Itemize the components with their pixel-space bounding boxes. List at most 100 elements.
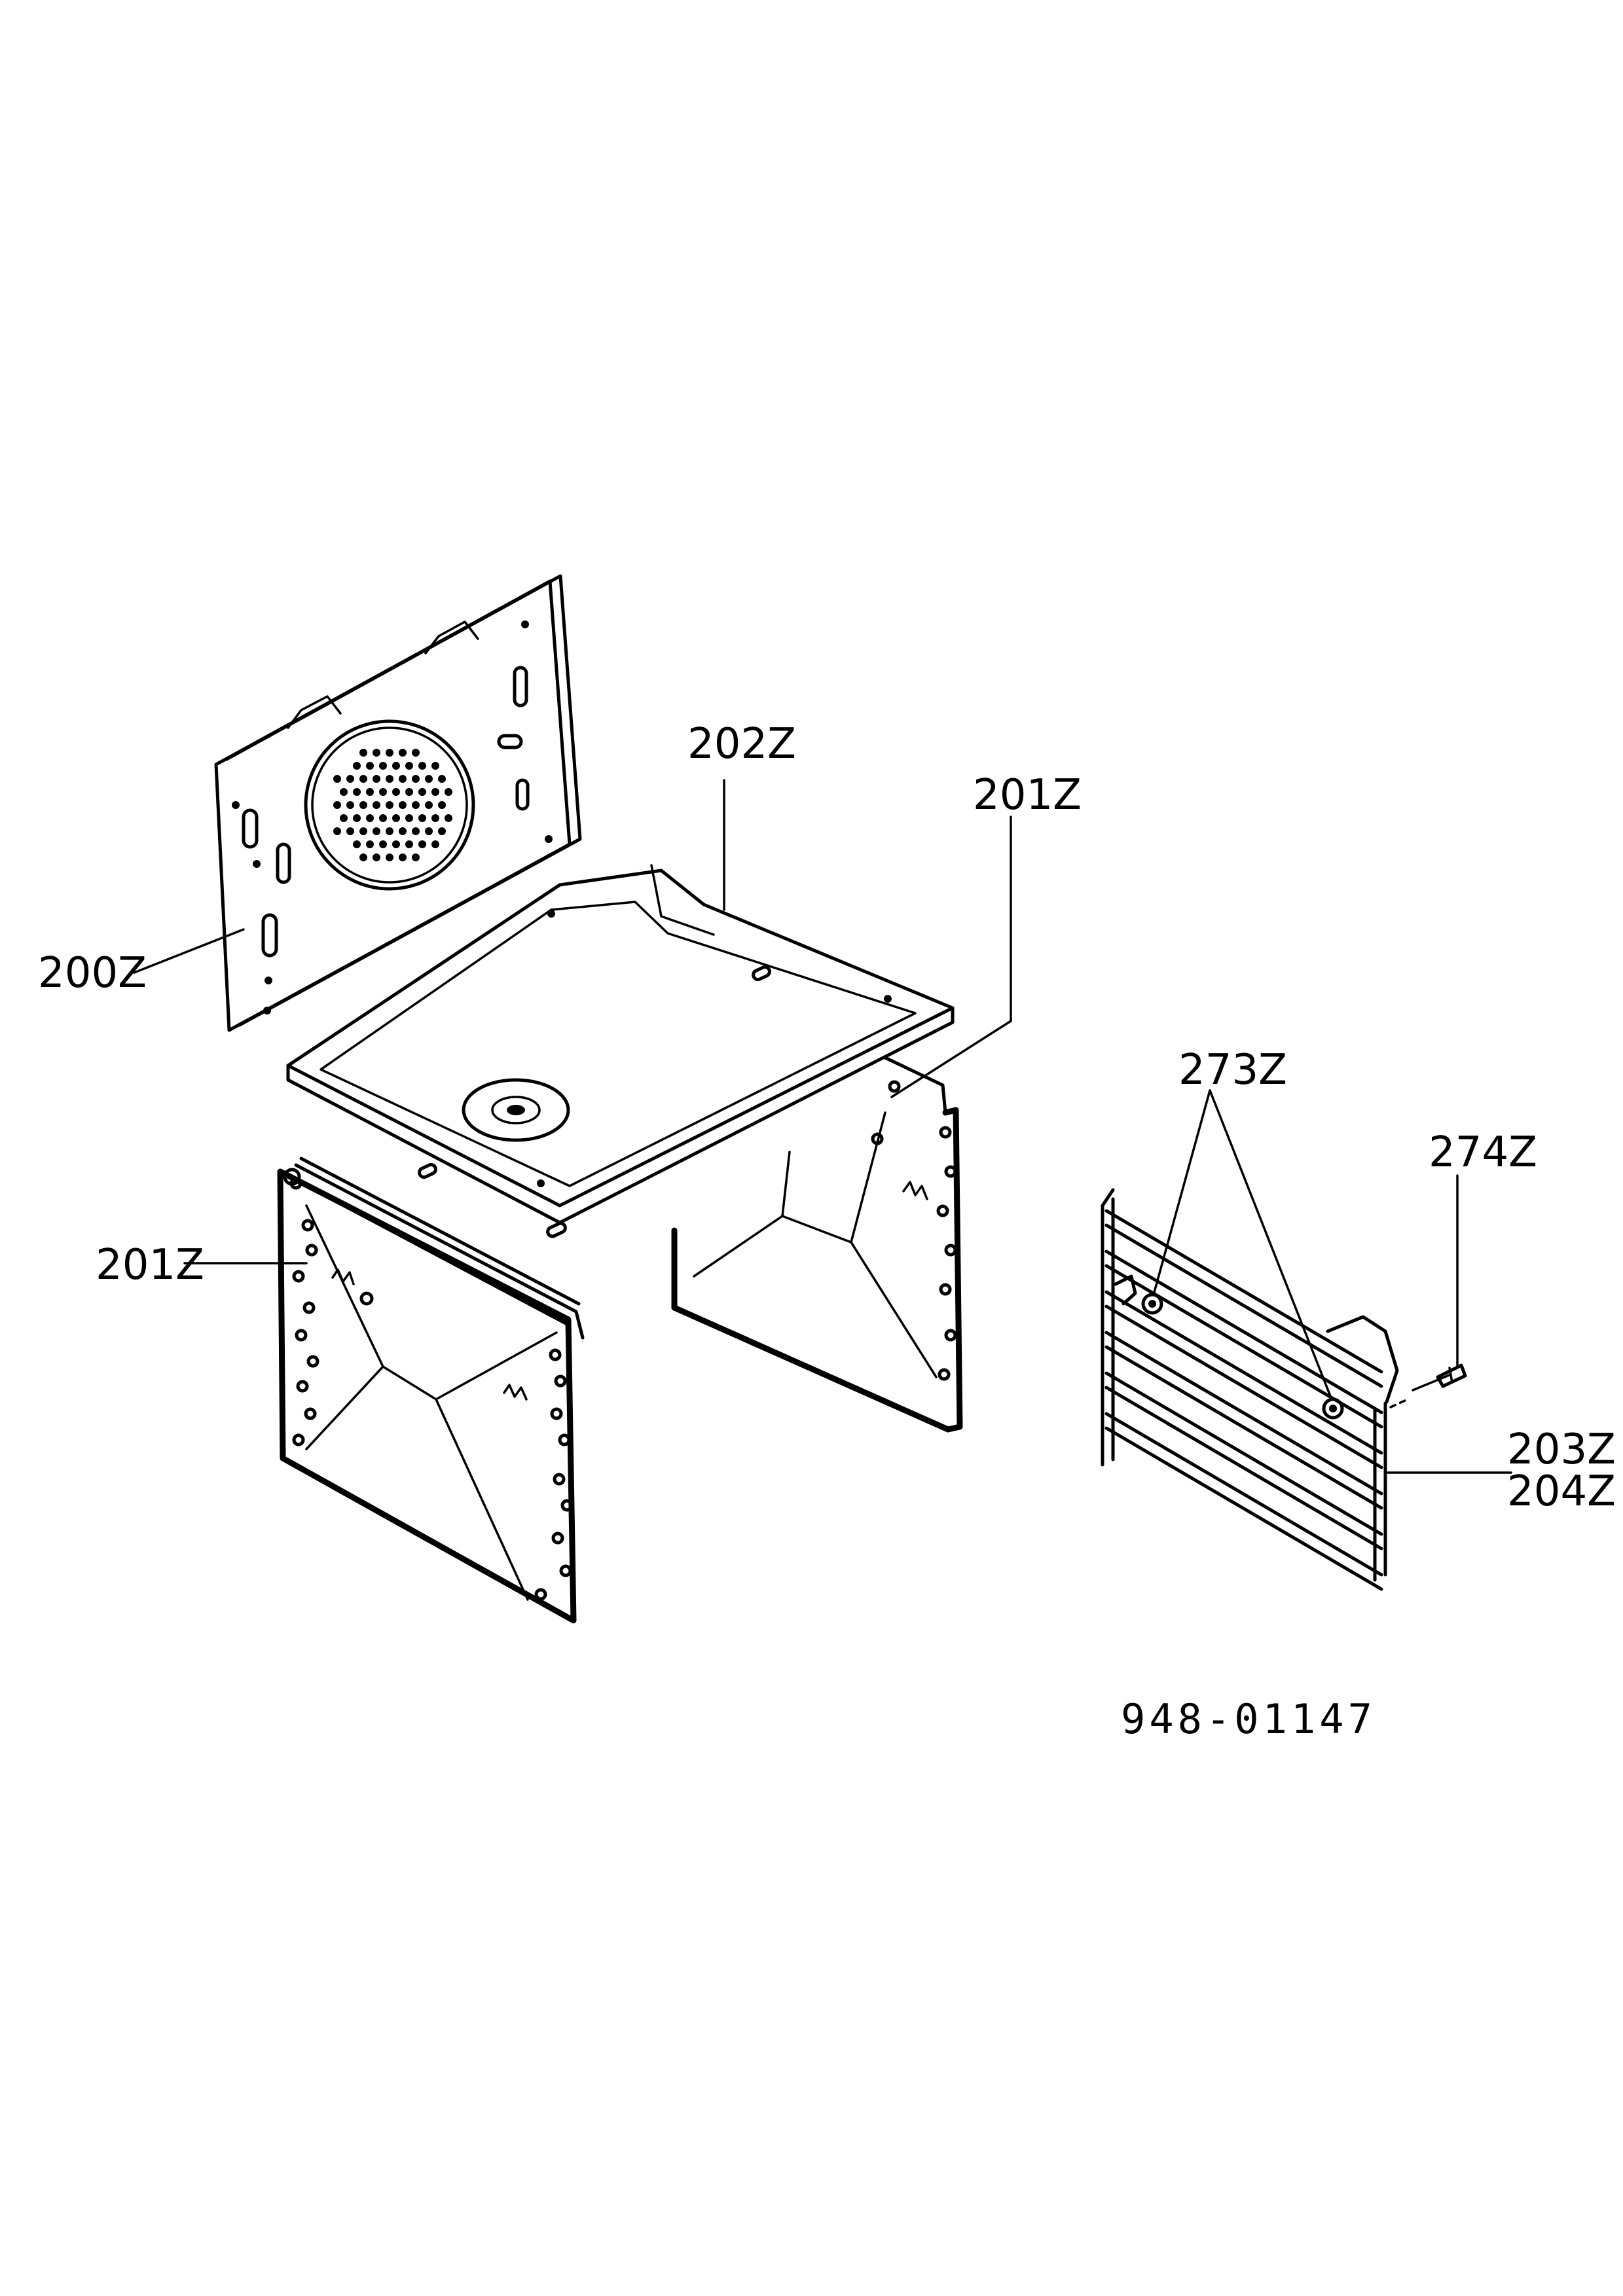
hole bbox=[386, 853, 393, 861]
hole bbox=[431, 814, 439, 822]
hole bbox=[560, 1499, 574, 1512]
hole bbox=[405, 840, 413, 848]
hole bbox=[359, 775, 367, 783]
hole bbox=[399, 853, 407, 861]
label-shelf-lower: 204Z bbox=[1507, 1467, 1616, 1516]
hole bbox=[373, 749, 380, 757]
hole bbox=[295, 1329, 308, 1342]
hole bbox=[366, 840, 374, 848]
hole bbox=[386, 775, 393, 783]
leader-lines bbox=[133, 779, 1512, 1474]
hole bbox=[445, 788, 452, 796]
hole bbox=[425, 801, 433, 809]
hole bbox=[366, 762, 374, 770]
hole bbox=[550, 1407, 563, 1420]
hole bbox=[944, 1329, 957, 1342]
side-panel-left bbox=[277, 1157, 585, 1624]
hole bbox=[340, 788, 348, 796]
label-back-panel: 200Z bbox=[38, 949, 147, 997]
hole bbox=[438, 827, 446, 835]
rack-wire bbox=[1104, 1209, 1383, 1374]
hole bbox=[373, 827, 380, 835]
hole bbox=[405, 762, 413, 770]
rack-wire bbox=[1104, 1412, 1383, 1577]
hole bbox=[412, 801, 420, 809]
hole bbox=[431, 840, 439, 848]
hole bbox=[392, 788, 400, 796]
hole bbox=[340, 814, 348, 822]
hole bbox=[373, 853, 380, 861]
fan-grille-holes bbox=[333, 749, 452, 861]
hole bbox=[418, 788, 426, 796]
hole bbox=[302, 1301, 316, 1314]
rack-wire bbox=[1104, 1331, 1383, 1496]
hole bbox=[379, 762, 387, 770]
hole bbox=[346, 801, 354, 809]
hole bbox=[359, 827, 367, 835]
hole bbox=[386, 827, 393, 835]
hole bbox=[412, 827, 420, 835]
hole bbox=[549, 1348, 562, 1361]
drawing-number: 948-01147 bbox=[1121, 1695, 1376, 1743]
hole bbox=[551, 1532, 564, 1545]
hole bbox=[425, 827, 433, 835]
hole bbox=[379, 840, 387, 848]
hole bbox=[418, 762, 426, 770]
label-shelf-bumps: 273Z bbox=[1178, 1046, 1287, 1094]
hole bbox=[554, 1374, 567, 1388]
rack-wire bbox=[1104, 1426, 1383, 1591]
hole bbox=[359, 749, 367, 757]
label-top-panel: 202Z bbox=[687, 720, 796, 768]
hole bbox=[296, 1380, 309, 1393]
label-side-panel-left: 201Z bbox=[96, 1241, 204, 1289]
hole bbox=[399, 827, 407, 835]
hole bbox=[412, 853, 420, 861]
hole bbox=[939, 1283, 952, 1296]
hole bbox=[871, 1132, 884, 1145]
hole bbox=[346, 827, 354, 835]
hole bbox=[405, 788, 413, 796]
hole bbox=[379, 788, 387, 796]
hole bbox=[305, 1244, 318, 1257]
hole bbox=[425, 775, 433, 783]
hole bbox=[333, 775, 341, 783]
hole bbox=[373, 801, 380, 809]
hole bbox=[944, 1244, 957, 1257]
hole bbox=[936, 1204, 949, 1217]
hole bbox=[399, 775, 407, 783]
rack-wire bbox=[1104, 1249, 1383, 1414]
label-shelf-upper: 203Z bbox=[1507, 1426, 1616, 1474]
hole bbox=[292, 1270, 305, 1283]
rack-wire bbox=[1104, 1290, 1383, 1455]
hole bbox=[346, 775, 354, 783]
hole bbox=[333, 801, 341, 809]
hole bbox=[431, 762, 439, 770]
hole bbox=[399, 801, 407, 809]
hole bbox=[359, 801, 367, 809]
hole bbox=[392, 840, 400, 848]
hole bbox=[366, 814, 374, 822]
hole bbox=[373, 775, 380, 783]
hole bbox=[553, 1473, 566, 1486]
hole bbox=[353, 814, 361, 822]
rack-wire bbox=[1104, 1223, 1383, 1388]
hole bbox=[292, 1433, 305, 1446]
hole bbox=[392, 762, 400, 770]
rack-wire bbox=[1104, 1386, 1383, 1551]
hole bbox=[558, 1433, 571, 1446]
hole bbox=[438, 801, 446, 809]
side-panel-left-holes bbox=[283, 1168, 574, 1601]
rack-wire bbox=[1104, 1371, 1383, 1536]
label-screw: 274Z bbox=[1429, 1128, 1537, 1177]
hole bbox=[559, 1564, 572, 1577]
hole bbox=[418, 814, 426, 822]
hole bbox=[418, 840, 426, 848]
hole bbox=[944, 1165, 957, 1178]
hole bbox=[445, 814, 452, 822]
hole bbox=[353, 762, 361, 770]
hole bbox=[301, 1219, 314, 1232]
hole bbox=[306, 1355, 319, 1368]
hole bbox=[938, 1368, 951, 1381]
hole bbox=[359, 853, 367, 861]
